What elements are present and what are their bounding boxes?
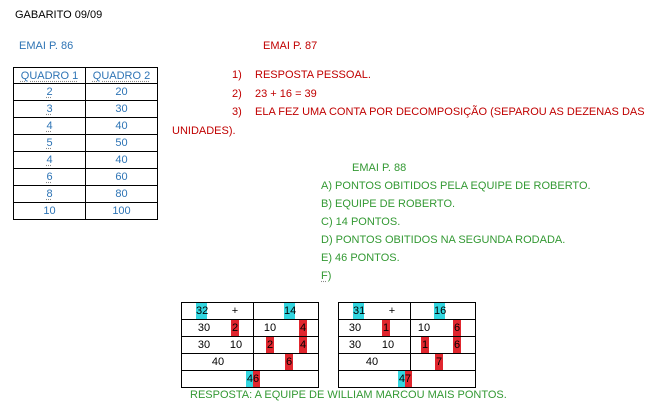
grid-cell: 14 — [284, 303, 297, 319]
grid-total: 46 — [246, 371, 260, 387]
table-cell: 60 — [85, 168, 158, 186]
grid-cell: 40 — [365, 356, 379, 368]
grid-cell: 30 — [197, 339, 211, 351]
grid-row: 31 + 16 — [339, 303, 475, 319]
grid-plus: + — [388, 305, 396, 317]
page-title: GABARITO 09/09 — [15, 9, 103, 21]
final-answer: RESPOSTA: A EQUIPE DE WILLIAM MARCOU MAI… — [190, 389, 507, 401]
p87-item-3-text: ELA FEZ UMA CONTA POR DECOMPOSIÇÃO (SEPA… — [255, 106, 645, 118]
table-cell: 40 — [85, 151, 158, 169]
grid-cell: 10 — [263, 322, 277, 334]
grid-cell: 6 — [453, 320, 461, 336]
grid-cell: 4 — [299, 320, 307, 336]
grid-row: 47 — [339, 370, 475, 388]
grid-cell: 4 — [299, 337, 307, 353]
emai-86-heading: EMAI P. 86 — [19, 40, 74, 52]
table-cell: 4 — [46, 120, 53, 132]
grid-cell: 16 — [434, 303, 447, 319]
p88-item-f: F) — [321, 270, 332, 282]
grid-cell: 32 — [196, 303, 209, 319]
table-cell: 6 — [46, 171, 53, 183]
table-row: 3 30 — [13, 100, 158, 118]
grid-cell: 30 — [348, 339, 362, 351]
grid-cell: 2 — [266, 337, 274, 353]
p88-item-d: D) PONTOS OBITIDOS NA SEGUNDA RODADA. — [321, 234, 566, 246]
grid-row: 32 + 14 — [182, 303, 318, 319]
grid-cell: 2 — [231, 320, 239, 336]
grid-cell: 7 — [435, 354, 443, 370]
grid-plus: + — [231, 305, 239, 317]
grid-row: 46 — [182, 370, 318, 388]
score-grid-1: 32 + 14 30 2 10 4 30 10 2 4 40 6 46 — [181, 302, 319, 388]
table-row: 5 50 — [13, 134, 158, 152]
table-cell: 100 — [85, 202, 158, 220]
table-row: 4 40 — [13, 151, 158, 169]
table-cell: 40 — [85, 117, 158, 135]
grid-cell: 40 — [211, 356, 225, 368]
p87-item-2-text: 23 + 16 = 39 — [255, 88, 317, 100]
table-row: 2 20 — [13, 83, 158, 101]
table-cell: 30 — [85, 100, 158, 118]
score-grid-2: 31 + 16 30 1 10 6 30 10 1 6 40 7 47 — [338, 302, 476, 388]
table-row: 6 60 — [13, 168, 158, 186]
grid-cell: 10 — [381, 339, 395, 351]
table-cell: 80 — [85, 185, 158, 203]
emai-87-heading: EMAI P. 87 — [263, 40, 318, 52]
grid-cell: 6 — [285, 354, 293, 370]
grid-cell: 30 — [348, 322, 362, 334]
emai-88-heading: EMAI P. 88 — [352, 162, 407, 174]
table-cell: 20 — [85, 83, 158, 101]
table-cell: 3 — [46, 103, 53, 115]
p87-item-1-num: 1) — [232, 69, 242, 81]
table-header-quadro-2: QUADRO 2 — [92, 69, 151, 82]
table-cell: 2 — [46, 86, 53, 98]
table-header-row: QUADRO 1 QUADRO 2 — [13, 67, 158, 84]
grid-total: 47 — [398, 371, 412, 387]
table-header-quadro-1: QUADRO 1 — [20, 69, 79, 82]
grid-cell: 1 — [421, 337, 429, 353]
table-cell: 5 — [46, 137, 53, 149]
grid-cell: 1 — [382, 320, 390, 336]
p87-item-3-num: 3) — [232, 106, 242, 118]
grid-row: 30 10 1 6 — [339, 336, 475, 353]
grid-cell: 10 — [229, 339, 243, 351]
table-cell: 50 — [85, 134, 158, 152]
grid-row: 30 1 10 6 — [339, 319, 475, 336]
grid-cell: 30 — [197, 322, 211, 334]
table-cell: 10 — [13, 202, 86, 220]
grid-cell: 31 — [353, 303, 366, 319]
grid-row: 30 2 10 4 — [182, 319, 318, 336]
table-cell: 4 — [46, 154, 53, 166]
p87-item-1-text: RESPOSTA PESSOAL. — [255, 69, 371, 81]
table-cell: 8 — [46, 188, 53, 200]
p87-item-3-continuation: UNIDADES). — [172, 125, 236, 137]
p87-item-2-num: 2) — [232, 88, 242, 100]
grid-cell: 6 — [453, 337, 461, 353]
p88-item-c: C) 14 PONTOS. — [321, 216, 401, 228]
grid-row: 40 6 — [182, 353, 318, 370]
grid-row: 40 7 — [339, 353, 475, 370]
table-row: 4 40 — [13, 117, 158, 135]
grid-cell: 10 — [417, 322, 431, 334]
p88-item-b: B) EQUIPE DE ROBERTO. — [321, 198, 456, 210]
p88-item-e: E) 46 PONTOS. — [321, 252, 400, 264]
grid-row: 30 10 2 4 — [182, 336, 318, 353]
p88-item-a: A) PONTOS OBITIDOS PELA EQUIPE DE ROBERT… — [321, 180, 591, 192]
table-row: 8 80 — [13, 185, 158, 203]
